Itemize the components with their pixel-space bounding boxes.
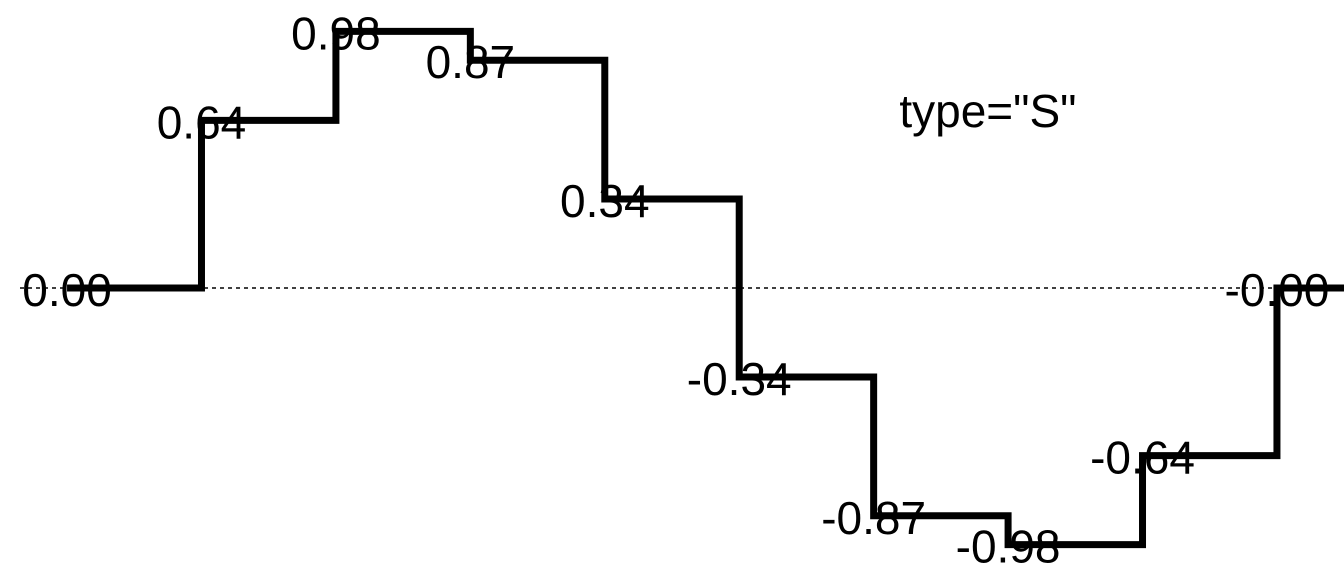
data-label: 0.34: [560, 175, 650, 227]
data-label: 0.64: [157, 96, 247, 148]
data-label: -0.64: [1090, 432, 1195, 484]
data-label: 0.98: [291, 7, 381, 59]
step-series-line: [67, 27, 1344, 549]
data-label: 0.00: [22, 264, 112, 316]
data-label: -0.34: [687, 353, 792, 405]
data-label: 0.87: [426, 36, 516, 88]
data-labels: 0.00 0.64 0.98 0.87 0.34 -0.34 -0.87 -0.98 -0.64…: [22, 7, 1329, 572]
data-label: -0.98: [956, 521, 1061, 573]
data-label: -0.00: [1225, 264, 1330, 316]
data-label: -0.87: [821, 492, 926, 544]
step-type-annotation: type="S": [899, 85, 1076, 137]
